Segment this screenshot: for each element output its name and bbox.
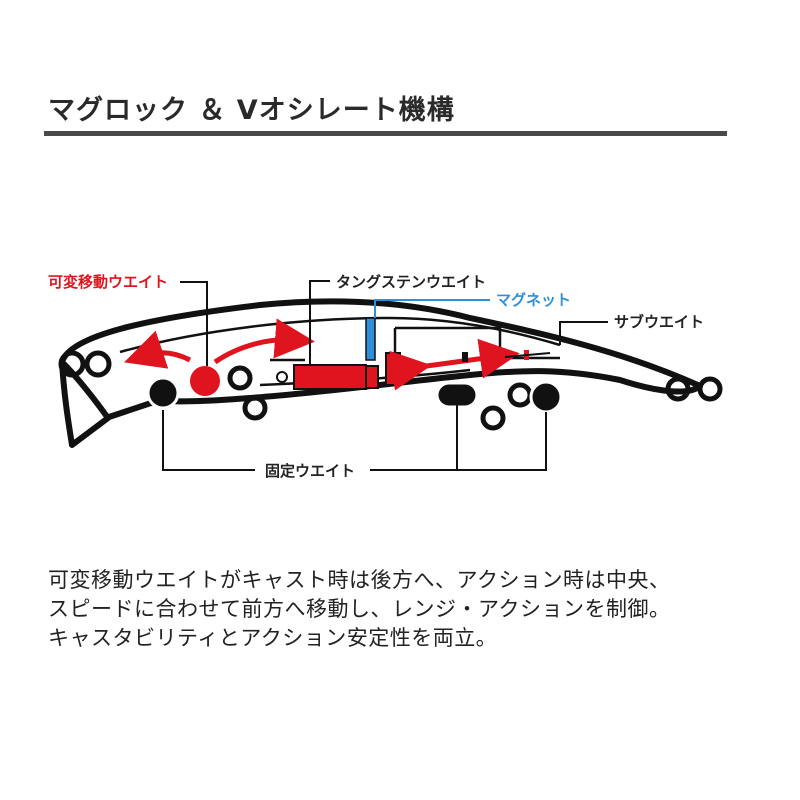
rearward-arrow bbox=[124, 330, 192, 369]
travel-range-arrow bbox=[389, 338, 520, 391]
description-line: 可変移動ウエイトがキャスト時は後方へ、アクション時は中央、 bbox=[48, 568, 671, 592]
variable-weight-ball bbox=[190, 366, 220, 396]
tungsten-weight-cap bbox=[365, 365, 379, 389]
chamber-rod bbox=[504, 352, 551, 358]
tungsten-weight bbox=[293, 364, 367, 390]
line-tie-rings bbox=[58, 350, 112, 378]
leader-lines bbox=[162, 280, 608, 471]
sub-weight-block bbox=[385, 352, 401, 386]
rear-hook-rings bbox=[665, 376, 723, 402]
title-underline bbox=[44, 131, 727, 136]
label-tungsten-weight: タングステンウエイト bbox=[336, 273, 486, 291]
tungsten-rear-pin bbox=[276, 371, 288, 383]
description-line: キャスタビリティとアクション安定性を両立。 bbox=[48, 626, 498, 650]
description: 可変移動ウエイトがキャスト時は後方へ、アクション時は中央、 スピードに合わせて前… bbox=[48, 566, 768, 653]
belly-hook-rings-rear bbox=[480, 382, 533, 431]
belly-hook-rings-front bbox=[227, 365, 268, 421]
description-line: スピードに合わせて前方へ移動し、レンジ・アクションを制御。 bbox=[48, 597, 671, 621]
page-title: マグロック ＆ Vオシレート機構 bbox=[48, 95, 455, 126]
label-magnet: マグネット bbox=[496, 291, 571, 309]
chamber-pin bbox=[462, 352, 468, 362]
label-fixed-weight: 固定ウエイト bbox=[265, 462, 355, 480]
label-variable-weight: 可変移動ウエイト bbox=[48, 273, 168, 291]
forward-arrow bbox=[213, 318, 315, 365]
magnet bbox=[365, 317, 376, 361]
label-sub-weight: サブウエイト bbox=[614, 313, 704, 331]
